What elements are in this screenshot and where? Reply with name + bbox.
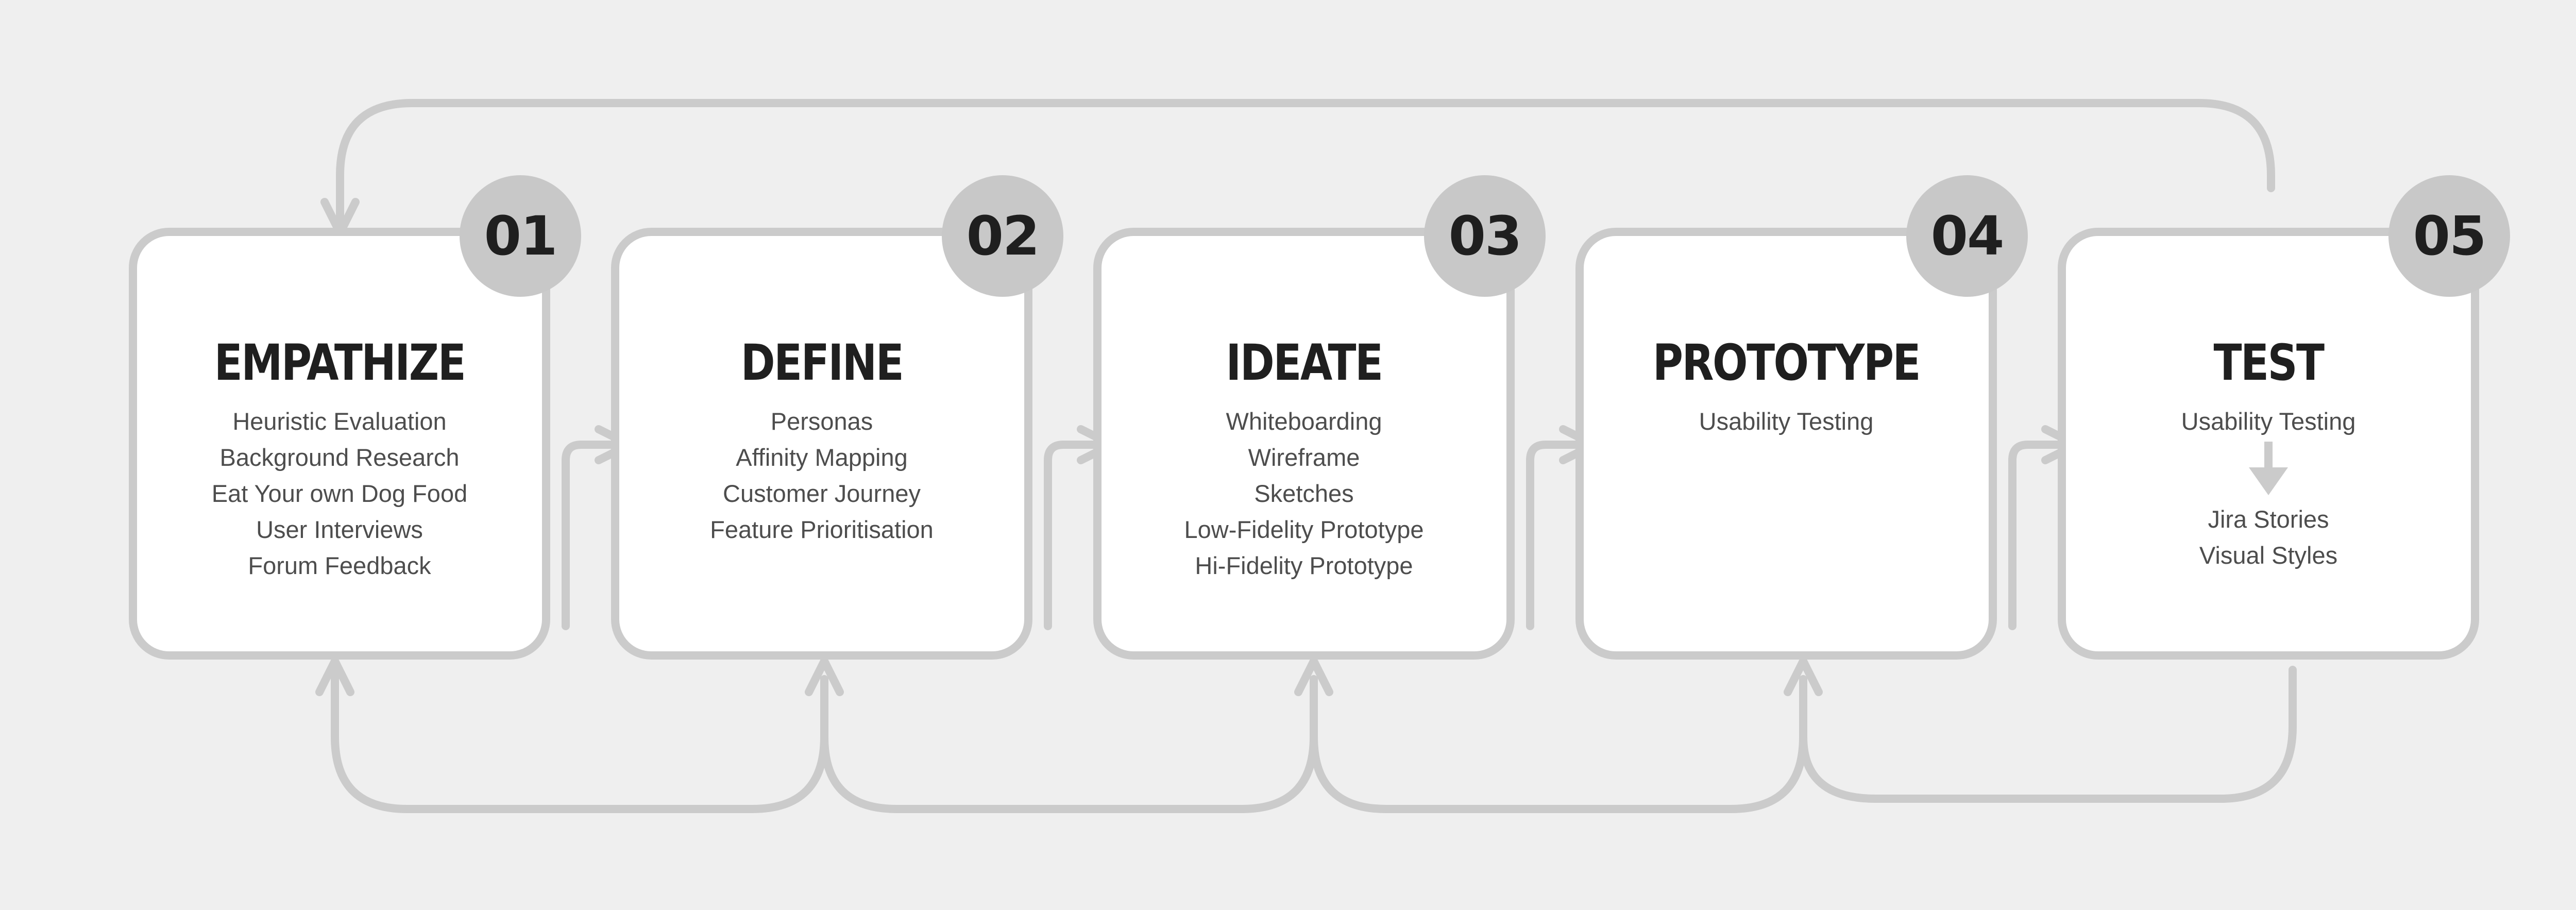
arrow-up-icon [805,657,844,696]
stage-item-list: Usability Testing [1584,403,1989,440]
stage-item-list: Personas Affinity Mapping Customer Journ… [619,403,1024,548]
loop-back-connector [336,99,2275,226]
stage-item: Whiteboarding [1226,408,1382,435]
stage-item: Usability Testing [2181,408,2356,435]
forward-connector-4-5 [2008,441,2069,630]
stage-item: Personas [770,408,873,435]
arrow-up-icon [1784,657,1823,696]
stage-card-prototype: 04 PROTOTYPE Usability Testing [1575,175,2028,660]
stage-item: Wireframe [1248,444,1360,471]
feedback-connector-4-3 [1310,675,1807,813]
arrow-up-icon [315,657,354,696]
feedback-connector-2-1 [331,670,828,813]
stage-title: EMPATHIZE [214,334,466,392]
stage-item: Eat Your own Dog Food [211,480,468,507]
forward-connector-2-3 [1044,441,1105,630]
stage-title: DEFINE [740,334,904,392]
feedback-connector-3-2 [820,675,1318,813]
stage-item: Affinity Mapping [736,444,908,471]
test-flow-arrow [2066,442,2471,495]
stage-item: Forum Feedback [248,552,431,579]
stage-item-list: Usability Testing Jira Stories Visual St… [2066,403,2471,574]
stage-card-empathize: 01 EMPATHIZE Heuristic Evaluation Backgr… [129,175,581,660]
forward-connector-1-2 [562,441,622,630]
stage-number-badge: 01 [460,175,581,297]
stage-number-badge: 03 [1424,175,1546,297]
stage-title: TEST [2213,334,2325,392]
stage-number-badge: 02 [942,175,1063,297]
stage-title: PROTOTYPE [1652,334,1921,392]
stage-item-list: Whiteboarding Wireframe Sketches Low-Fid… [1101,403,1506,584]
stage-item: Customer Journey [723,480,921,507]
forward-connector-3-4 [1526,441,1587,630]
feedback-connector-5-4 [1799,666,2297,803]
stage-item: Heuristic Evaluation [232,408,447,435]
stage-item: Hi-Fidelity Prototype [1195,552,1413,579]
stage-card-ideate: 03 IDEATE Whiteboarding Wireframe Sketch… [1093,175,1546,660]
arrow-down-icon [2249,442,2288,495]
stage-number-badge: 05 [2388,175,2510,297]
stage-item-list: Heuristic Evaluation Background Research… [137,403,542,584]
stage-card-define: 02 DEFINE Personas Affinity Mapping Cust… [611,175,1063,660]
stage-item: Usability Testing [1699,408,1874,435]
stage-card-test: 05 TEST Usability Testing Jira Stories V… [2058,175,2510,660]
arrow-up-icon [1294,657,1333,696]
stage-number-badge: 04 [1906,175,2028,297]
stage-item: Visual Styles [2199,542,2338,569]
stage-item: Background Research [219,444,460,471]
stage-item: Feature Prioritisation [710,516,934,543]
stage-title: IDEATE [1226,334,1383,392]
stage-item: User Interviews [256,516,423,543]
stage-item: Low-Fidelity Prototype [1184,516,1424,543]
stage-item: Jira Stories [2208,505,2329,533]
stage-item: Sketches [1254,480,1354,507]
